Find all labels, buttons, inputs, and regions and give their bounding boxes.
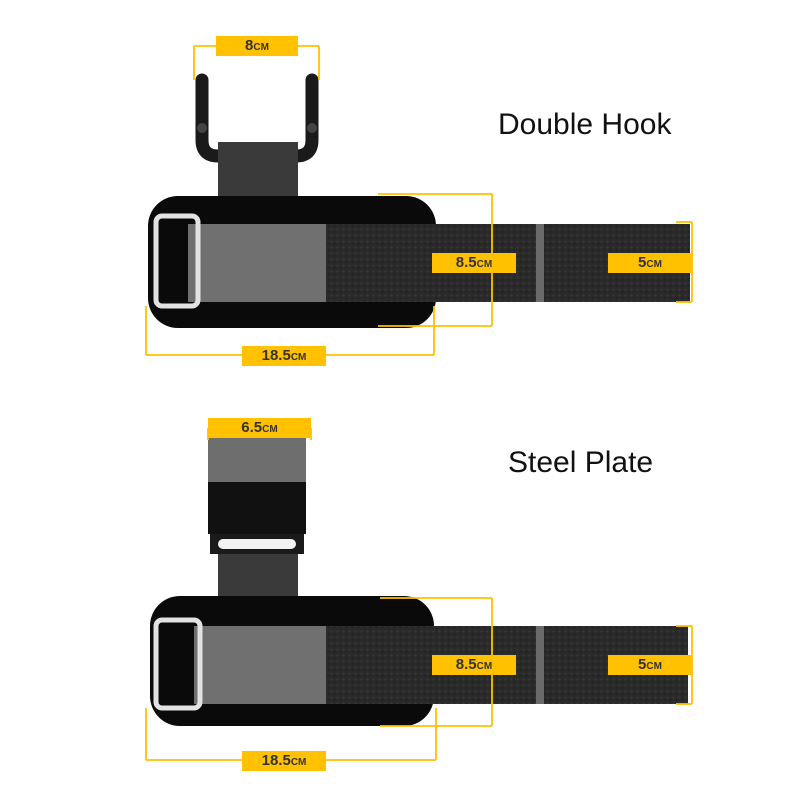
double-hook-product bbox=[145, 45, 693, 356]
dim-unit: CM bbox=[290, 352, 307, 363]
dim-band-width-tag: 5CM bbox=[608, 253, 692, 273]
plate-slot bbox=[218, 539, 296, 549]
dim-value: 6.5 bbox=[241, 419, 263, 436]
dim-value: 8.5 bbox=[455, 656, 477, 673]
dim-value: 18.5 bbox=[261, 752, 291, 769]
dim-value: 8 bbox=[245, 37, 254, 54]
pad-gray-strap bbox=[188, 224, 326, 302]
dim-value: 5 bbox=[638, 656, 647, 673]
dim-unit: CM bbox=[646, 259, 662, 270]
title-steel-plate: Steel Plate bbox=[508, 446, 654, 479]
band-divider bbox=[536, 224, 544, 302]
dim-unit: CM bbox=[290, 757, 307, 768]
dim-unit: CM bbox=[253, 42, 269, 53]
dim-strap-height-tag-bottom: 8.5CM bbox=[432, 655, 516, 675]
dim-strap-height-tag: 8.5CM bbox=[432, 253, 516, 273]
dim-band-width-tag-bottom: 5CM bbox=[608, 655, 692, 675]
dim-unit: CM bbox=[476, 259, 493, 270]
steel-plate-product bbox=[145, 428, 693, 761]
d-ring-bottom bbox=[153, 617, 203, 711]
dim-value: 18.5 bbox=[261, 347, 291, 364]
steel-plate-top bbox=[208, 438, 306, 482]
d-ring bbox=[153, 213, 201, 309]
title-double-hook: Double Hook bbox=[498, 108, 672, 141]
hook-rivet-right bbox=[307, 123, 317, 133]
hook-rivet-left bbox=[197, 123, 207, 133]
dim-hook-width-tag: 8CM bbox=[216, 36, 298, 56]
steel-plate-body bbox=[208, 482, 306, 534]
dim-value: 5 bbox=[638, 254, 647, 271]
dim-value: 8.5 bbox=[455, 254, 477, 271]
dim-unit: CM bbox=[262, 424, 278, 435]
dim-pad-length-tag: 18.5CM bbox=[242, 346, 326, 366]
band-divider-bottom bbox=[536, 626, 544, 704]
dim-pad-length-tag-bottom: 18.5CM bbox=[242, 751, 326, 771]
dim-unit: CM bbox=[476, 661, 493, 672]
pad-gray-strap-bottom bbox=[194, 626, 326, 704]
dimension-lines-bottom bbox=[145, 428, 693, 761]
dim-unit: CM bbox=[646, 661, 662, 672]
dim-plate-width-tag: 6.5CM bbox=[208, 418, 311, 438]
